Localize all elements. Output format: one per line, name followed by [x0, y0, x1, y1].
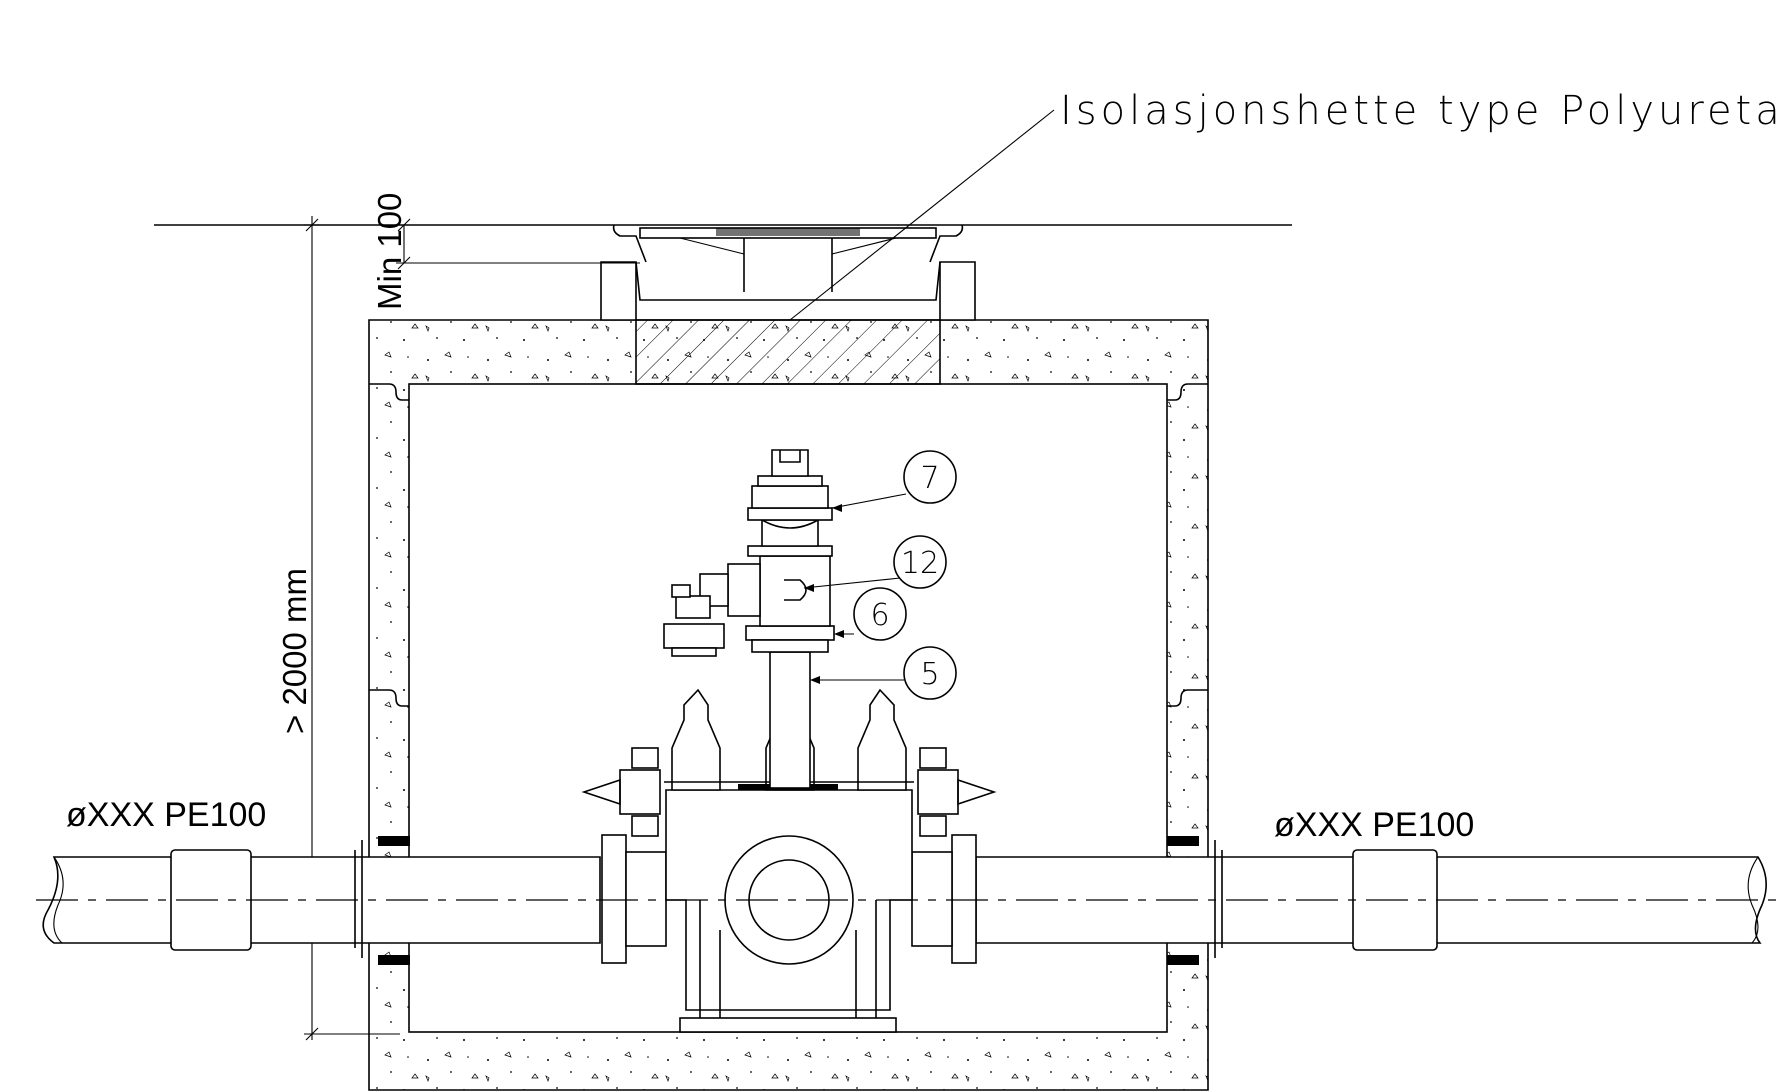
- callout-12-label: 12: [901, 546, 939, 581]
- pipe-right-label: øXXX PE100: [1274, 806, 1474, 844]
- callout-5: 5: [810, 646, 957, 700]
- valve-assembly: [581, 449, 997, 1033]
- min-cover-label: Min 100: [371, 193, 408, 310]
- pipe-left-label: øXXX PE100: [66, 796, 266, 834]
- callout-7-label: 7: [920, 461, 939, 496]
- min-cover-dimension: [396, 218, 640, 270]
- callout-7: 7: [831, 450, 957, 512]
- depth-label: > 2000 mm: [276, 568, 313, 734]
- manhole-frame: [600, 224, 976, 321]
- insulation-cap-label: Isolasjonshette type Polyuretan: [1060, 88, 1781, 134]
- callout-5-label: 5: [920, 657, 939, 692]
- callout-12: 12: [803, 535, 947, 592]
- insulation-leader: [789, 109, 1055, 321]
- callout-6: 6: [834, 587, 907, 641]
- callout-6-label: 6: [870, 598, 889, 633]
